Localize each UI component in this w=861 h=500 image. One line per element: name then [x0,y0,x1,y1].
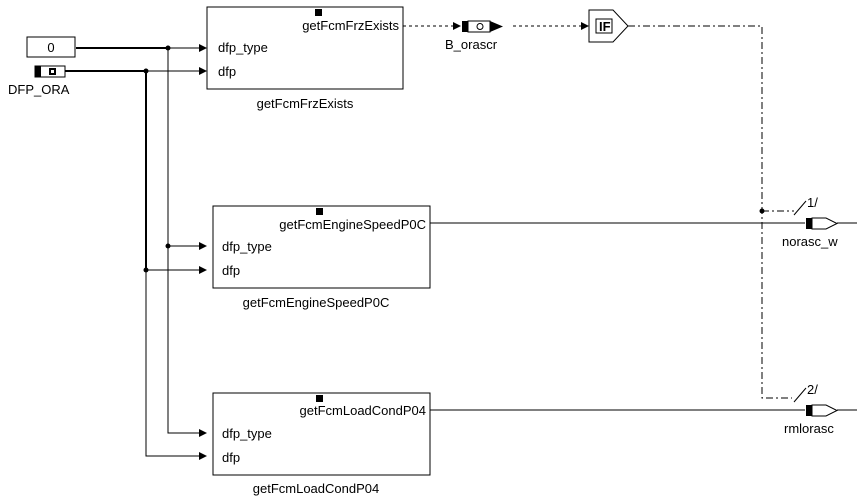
output2-port-edge [806,405,812,416]
out2-enable-slash [793,387,807,403]
block-get-fcm-load-cond-p04[interactable] [212,392,431,476]
dfp-input-label: DFP_ORA [8,82,70,97]
junction-if-control [759,208,765,214]
block-frz-port-dfp-type: dfp_type [218,40,268,55]
dfp-input-icon-inner [51,70,54,73]
output2-index: 2/ [807,382,818,397]
if-block-label: IF [599,19,611,34]
output1-index: 1/ [807,195,818,210]
constant-value: 0 [47,40,54,55]
out1-enable-slash [793,200,807,216]
constant-input[interactable] [26,36,76,58]
block-frz-caption: getFcmFrzExists [257,96,354,111]
bool-block-body [467,20,491,33]
if-block-shape [588,9,629,43]
block-speed-port-dfp-type: dfp_type [222,239,272,254]
bool-variable-block[interactable] [462,20,503,33]
wire-const-bus [76,47,169,49]
output2-port[interactable] [806,404,839,417]
block-speed-port-dfp: dfp [222,263,240,278]
wire-if-control [628,25,792,399]
bool-block-arrow [490,21,503,32]
block-load-caption: getFcmLoadCondP04 [253,481,379,496]
output2-name: rmlorasc [784,421,834,436]
block-speed-title: getFcmEngineSpeedP0C [279,217,426,232]
output1-port-edge [806,218,812,229]
block-get-fcm-frz-exists[interactable] [206,6,404,90]
wire-const-to-load [167,48,207,437]
block-load-marker [316,395,323,402]
dfp-input-block-edge [35,66,41,77]
junction-const-top [165,45,171,51]
bool-block-edge [462,21,468,32]
if-block-inner [595,18,613,34]
wire-dfp-to-load [145,270,207,460]
block-load-port-dfp-type: dfp_type [222,426,272,441]
junction-dfp-mid [143,267,149,273]
output1-port-body [811,217,839,230]
block-frz-port-dfp: dfp [218,64,236,79]
block-load-title: getFcmLoadCondP04 [300,403,426,418]
if-action-block[interactable]: IF [588,9,629,43]
junction-dfp-top [143,68,149,74]
junction-const-mid [165,243,171,249]
output1-name: norasc_w [782,234,838,249]
block-frz-marker [315,9,322,16]
bool-variable-label: B_orascr [445,37,498,52]
wire-dfp-bus [64,70,147,270]
output1-port[interactable] [806,217,839,230]
output2-port-body [811,404,839,417]
block-get-fcm-engine-speed-p0c[interactable] [212,205,431,289]
block-speed-caption: getFcmEngineSpeedP0C [243,295,390,310]
block-load-port-dfp: dfp [222,450,240,465]
block-speed-marker [316,208,323,215]
bool-block-icon [476,23,484,30]
block-frz-title: getFcmFrzExists [302,18,399,33]
